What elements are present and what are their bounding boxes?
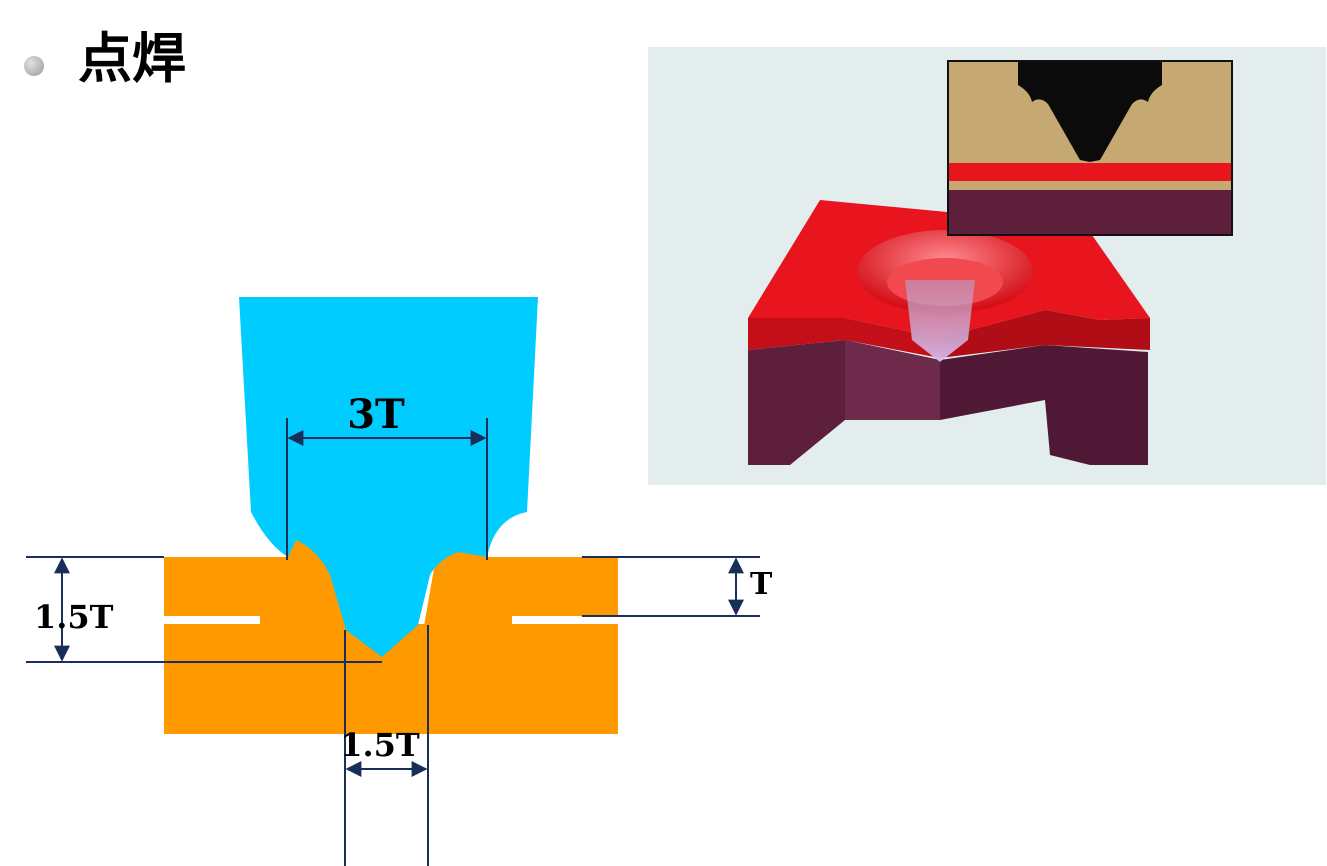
label-t: T: [750, 567, 773, 602]
red-sheet-front-right: [940, 310, 1150, 358]
label-depth: 1.5T: [34, 598, 114, 636]
label-bottom-width: 1.5T: [340, 726, 420, 764]
cross-section-diagram: 3T T 1.5T 1.5T: [26, 297, 773, 866]
sheet-gap-left: [164, 616, 260, 624]
inset-purple-layer: [949, 190, 1231, 234]
weld-pin: [905, 280, 975, 362]
inset-red-layer: [949, 163, 1231, 181]
bullet-icon: [24, 56, 44, 76]
slide-title: 点焊: [78, 27, 186, 90]
deformed-material: [260, 557, 512, 660]
purple-sheet-inner: [845, 340, 940, 420]
inset-section: [947, 60, 1233, 236]
purple-sheet-right-face: [940, 345, 1148, 465]
label-3t: 3T: [347, 391, 405, 438]
red-sheet-front-left: [748, 318, 940, 358]
inset-punch: [1018, 62, 1162, 162]
punch-tool: [239, 297, 538, 657]
clinch-illustration: [648, 47, 1326, 485]
sheet-gap-right: [512, 616, 618, 624]
